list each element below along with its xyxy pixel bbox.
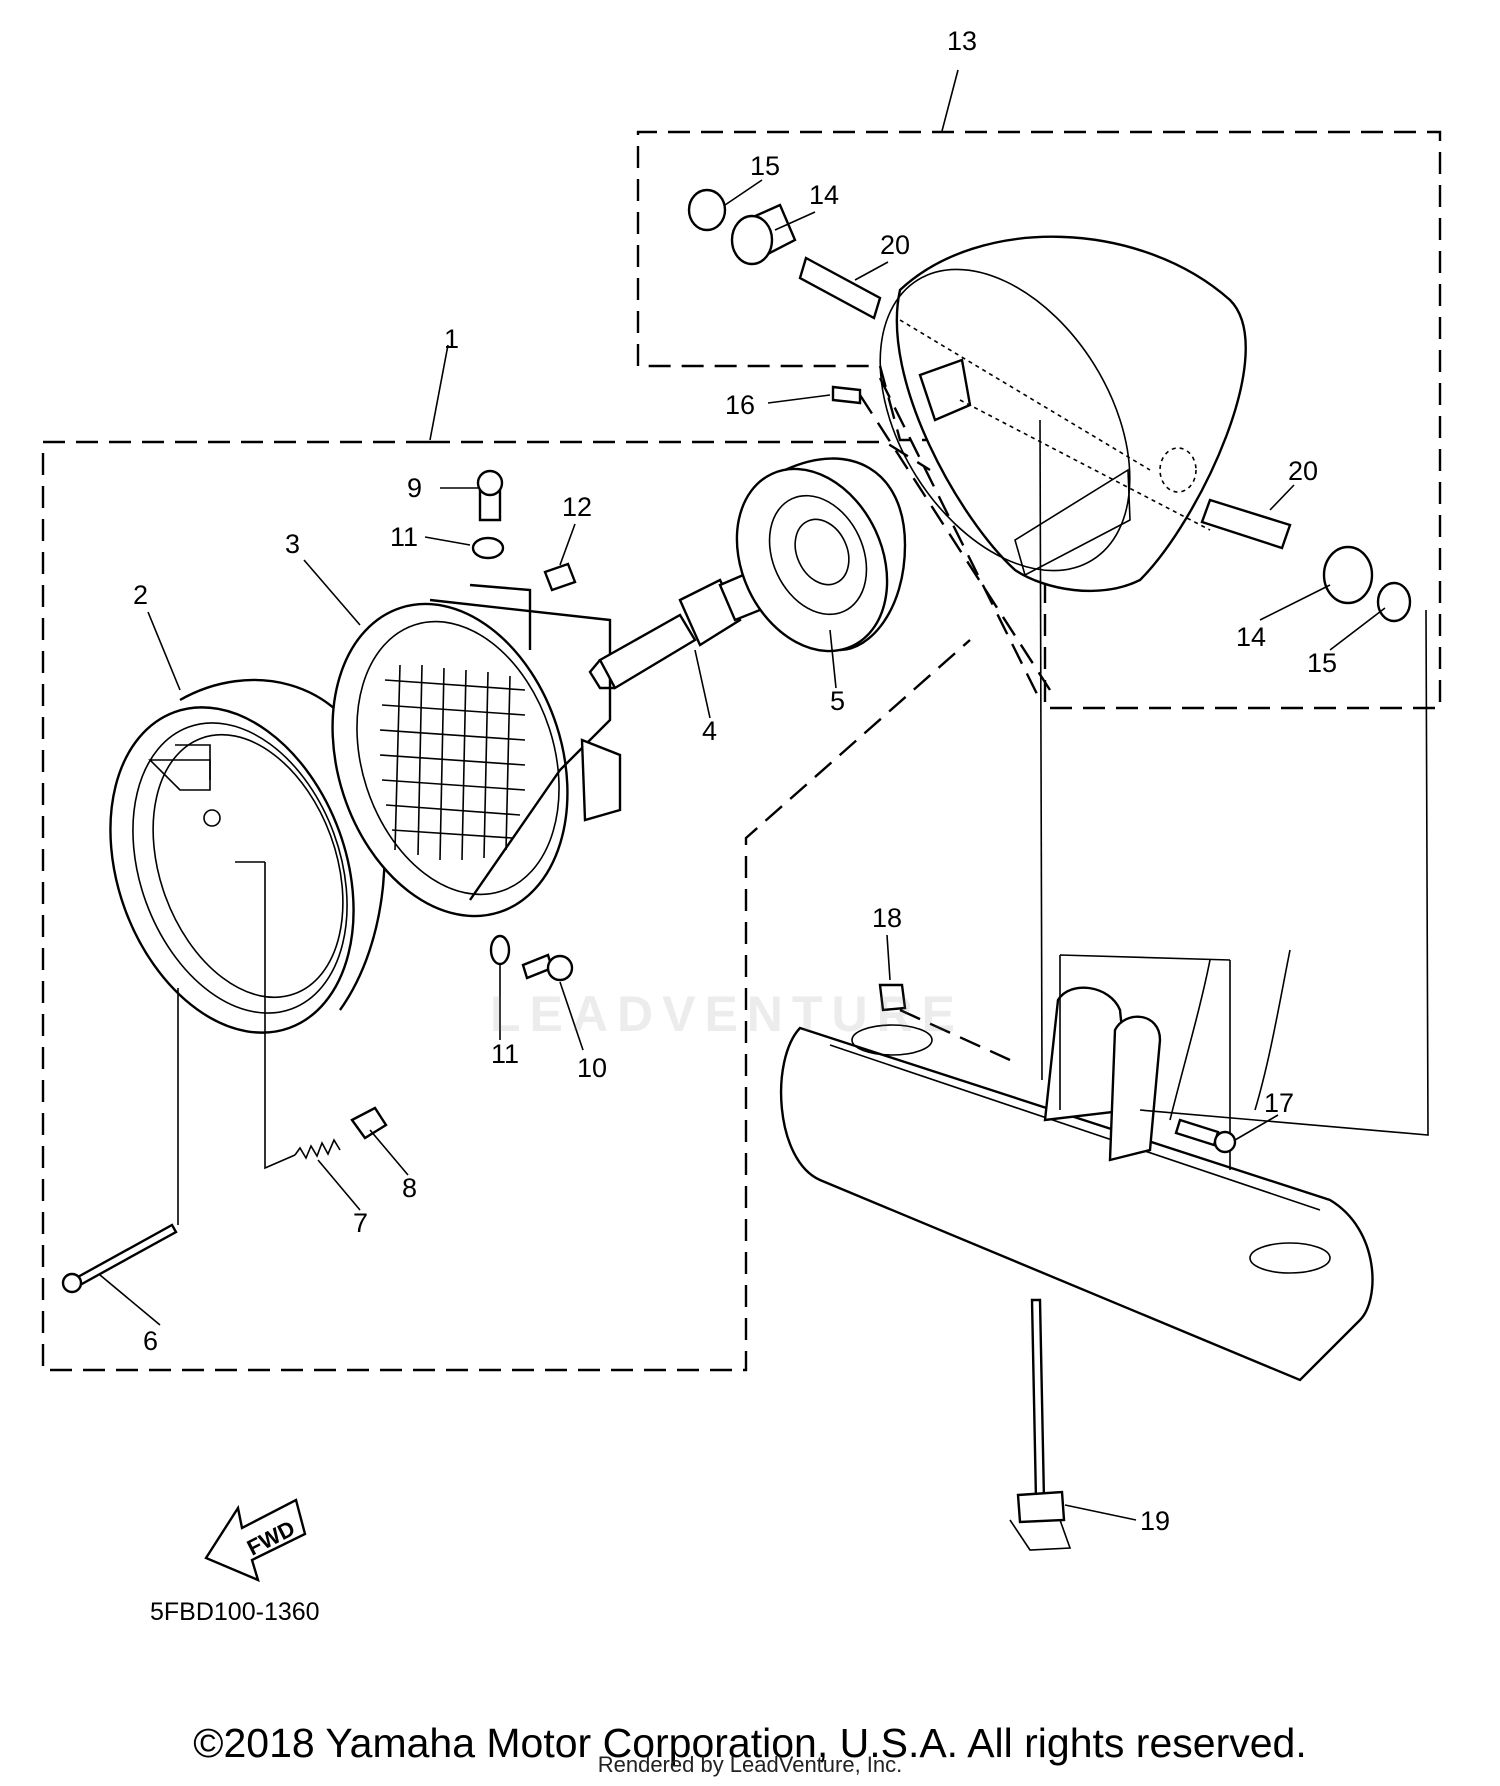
group-box-1-top xyxy=(428,440,931,472)
callout-6: 6 xyxy=(143,1326,158,1356)
bolt-16 xyxy=(831,385,862,405)
callout-13: 13 xyxy=(947,26,977,56)
callout-5: 5 xyxy=(830,686,845,716)
callout-15-upper: 15 xyxy=(750,151,780,181)
guide-lines xyxy=(177,377,1429,1225)
callout-11-upper: 11 xyxy=(390,522,418,552)
callout-8: 8 xyxy=(402,1173,417,1203)
callout-14-lower: 14 xyxy=(1236,622,1266,652)
diagram-code: 5FBD100-1360 xyxy=(150,1598,320,1626)
bulb-socket xyxy=(735,457,907,653)
callout-20-lower: 20 xyxy=(1288,456,1318,486)
callout-20-upper: 20 xyxy=(880,230,910,260)
callout-7: 7 xyxy=(353,1208,368,1238)
bolt-17 xyxy=(1174,1118,1220,1147)
watermark: LEADVENTURE xyxy=(490,986,965,1042)
grommet-14-lower xyxy=(1322,545,1374,605)
bracket-assembly xyxy=(779,949,1374,1382)
spacer-20-upper xyxy=(798,256,882,320)
nut-12 xyxy=(543,562,577,592)
lens-grid xyxy=(379,664,526,861)
washer-11-upper xyxy=(471,536,505,560)
callout-16: 16 xyxy=(725,390,755,420)
lens-unit xyxy=(331,583,622,918)
callout-3: 3 xyxy=(285,529,300,559)
headlight-rim xyxy=(109,678,386,1034)
bulb xyxy=(588,568,762,690)
collar-15-upper xyxy=(687,188,727,232)
callout-17: 17 xyxy=(1264,1088,1294,1118)
callout-11-lower: 11 xyxy=(491,1039,519,1069)
callout-2: 2 xyxy=(133,580,148,610)
adjust-nut xyxy=(350,1106,388,1140)
rendered-by-note: Rendered by LeadVenture, Inc. xyxy=(597,1752,903,1777)
callout-18: 18 xyxy=(872,903,902,933)
callout-1: 1 xyxy=(444,324,459,354)
callout-4: 4 xyxy=(702,716,717,746)
adjust-screw-long xyxy=(61,1223,178,1294)
callout-14-upper: 14 xyxy=(809,180,839,210)
callout-12: 12 xyxy=(562,492,592,522)
cable-tie xyxy=(1009,1298,1072,1551)
copyright-notice: ©2018 Yamaha Motor Corporation, U.S.A. A… xyxy=(193,1720,1307,1766)
fwd-arrow-icon: FWD xyxy=(204,1498,307,1583)
callout-19: 19 xyxy=(1140,1506,1170,1536)
callout-15-lower: 15 xyxy=(1307,648,1337,678)
callout-leaders xyxy=(99,179,1386,1521)
collar-15-lower xyxy=(1376,581,1412,623)
nut-18 xyxy=(878,983,907,1012)
headlight-housing xyxy=(879,235,1247,593)
adjust-spring xyxy=(294,1138,341,1160)
callout-9: 9 xyxy=(407,473,422,503)
group-box-1 xyxy=(41,440,971,1372)
group-box-13 xyxy=(636,130,1442,710)
washer-11-lower xyxy=(489,934,511,966)
callouts: 1 2 3 4 5 6 7 8 9 10 11 11 12 13 14 14 1… xyxy=(133,26,1337,1536)
spacer-20-lower xyxy=(1200,498,1292,550)
callout-10: 10 xyxy=(577,1053,607,1083)
